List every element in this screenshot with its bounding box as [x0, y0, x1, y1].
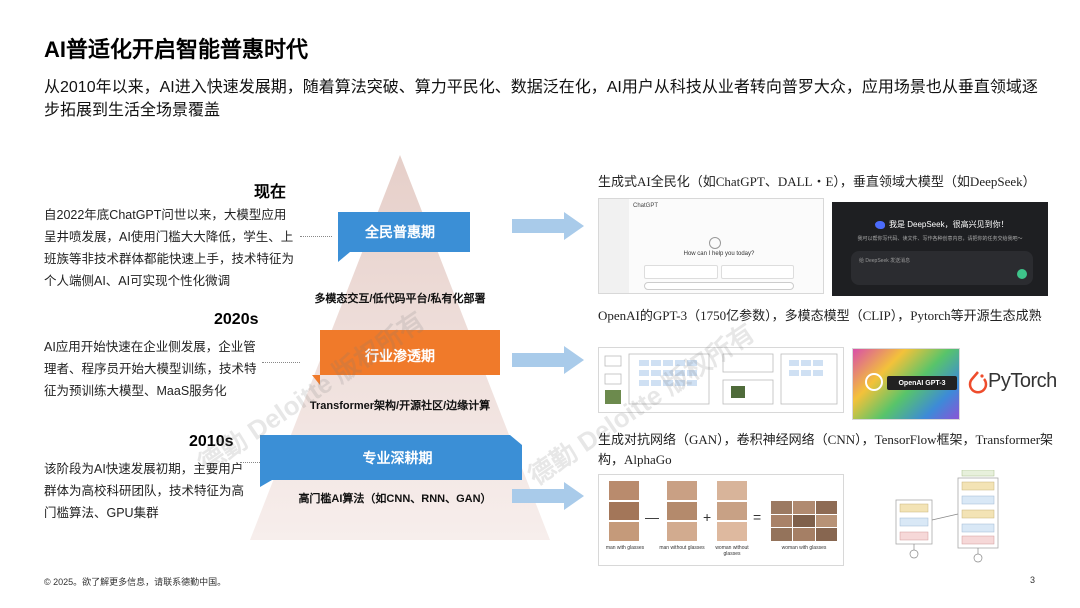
- band-sub-2: Transformer架构/开源社区/边缘计算: [309, 400, 491, 412]
- connector-2: [262, 362, 300, 363]
- pytorch-label: PyTorch: [988, 370, 1057, 392]
- band-label-2: 行业渗透期: [365, 348, 435, 364]
- deepseek-sub: 我可以帮你写代码、读文件、写作各种创意内容，请把你的任务交给我吧～: [857, 236, 1023, 242]
- gan-label-1: man with glasses: [605, 545, 645, 551]
- connector-1: [300, 236, 332, 237]
- page-subtitle: 从2010年以来，AI进入快速发展期，随着算法突破、算力平民化、数据泛在化，AI…: [44, 79, 1038, 119]
- deepseek-screenshot: 我是 DeepSeek，很高兴见到你！ 我可以帮你写代码、读文件、写作各种创意内…: [832, 202, 1048, 296]
- era-desc-2020s: AI应用开始快速在企业侧发展，企业管理者、程序员开始大模型训练，技术特征为预训练…: [44, 340, 257, 398]
- band-shape-1: [338, 212, 470, 262]
- band-sub-1: 多模态交互/低代码平台/私有化部署: [314, 293, 486, 305]
- band-shape-3: [260, 435, 522, 487]
- band-label-3: 专业深耕期: [362, 450, 433, 466]
- era-label-2010s: 2010s: [189, 433, 234, 450]
- transformer-diagram: [868, 469, 1028, 566]
- page-title: AI普适化开启智能普惠时代: [44, 37, 309, 62]
- clip-diagram: [598, 347, 844, 413]
- openai-logo-icon: [865, 373, 883, 391]
- gan-label-3: woman without glasses: [715, 545, 749, 557]
- chatgpt-header: ChatGPT: [633, 203, 659, 209]
- right-text-3: 生成对抗网络（GAN），卷积神经网络（CNN），TensorFlow框架，Tra…: [598, 432, 1054, 467]
- gan-faces-image: man with glasses — man without glasses +…: [598, 474, 844, 566]
- band-label-1: 全民普惠期: [365, 224, 435, 240]
- right-text-1: 生成式AI全民化（如ChatGPT、DALL・E），垂直领域大模型（如DeepS…: [598, 174, 1036, 189]
- right-text-2: OpenAI的GPT-3（1750亿参数），多模态模型（CLIP），Pytorc…: [598, 308, 1042, 323]
- band-shape-2: [312, 330, 500, 385]
- connector-3: [240, 462, 260, 463]
- era-desc-2010s: 该阶段为AI快速发展初期，主要用户群体为高校科研团队，技术特征为高门槛算法、GP…: [44, 462, 245, 520]
- openai-logo-icon: [709, 237, 721, 249]
- page-number: 3: [1030, 575, 1036, 585]
- gpt3-label: OpenAI GPT-3: [887, 376, 957, 390]
- deepseek-whale-icon: [875, 221, 885, 229]
- send-icon: [1017, 269, 1027, 279]
- deepseek-greeting: 我是 DeepSeek，很高兴见到你！: [889, 220, 1009, 229]
- pytorch-logo: PyTorch: [968, 360, 1057, 410]
- era-label-now: 现在: [254, 184, 287, 201]
- footer-copyright: © 2025。欲了解更多信息，请联系德勤中国。: [44, 577, 227, 587]
- arrow-right-1: [512, 212, 584, 240]
- arrow-right-2: [512, 346, 584, 374]
- gpt3-image: OpenAI GPT-3: [852, 348, 960, 420]
- band-sub-3: 高门槛AI算法（如CNN、RNN、GAN）: [298, 493, 492, 505]
- pytorch-flame-icon: [968, 371, 988, 394]
- gan-op-equals: =: [753, 509, 762, 525]
- era-desc-now: 自2022年底ChatGPT问世以来，大模型应用呈井喷发展，AI使用门槛大大降低…: [44, 208, 295, 288]
- chatgpt-prompt: How can I help you today?: [683, 251, 755, 257]
- gan-op-plus: +: [703, 509, 712, 525]
- chatgpt-screenshot: ChatGPT How can I help you today?: [598, 198, 824, 294]
- deepseek-input: 给 DeepSeek 发送消息: [859, 258, 911, 264]
- era-label-2020s: 2020s: [214, 311, 259, 328]
- arrow-right-3: [512, 482, 584, 510]
- gan-label-2: man without glasses: [659, 545, 705, 551]
- gan-op-minus: —: [645, 509, 659, 525]
- gan-label-4: woman with glasses: [781, 545, 827, 551]
